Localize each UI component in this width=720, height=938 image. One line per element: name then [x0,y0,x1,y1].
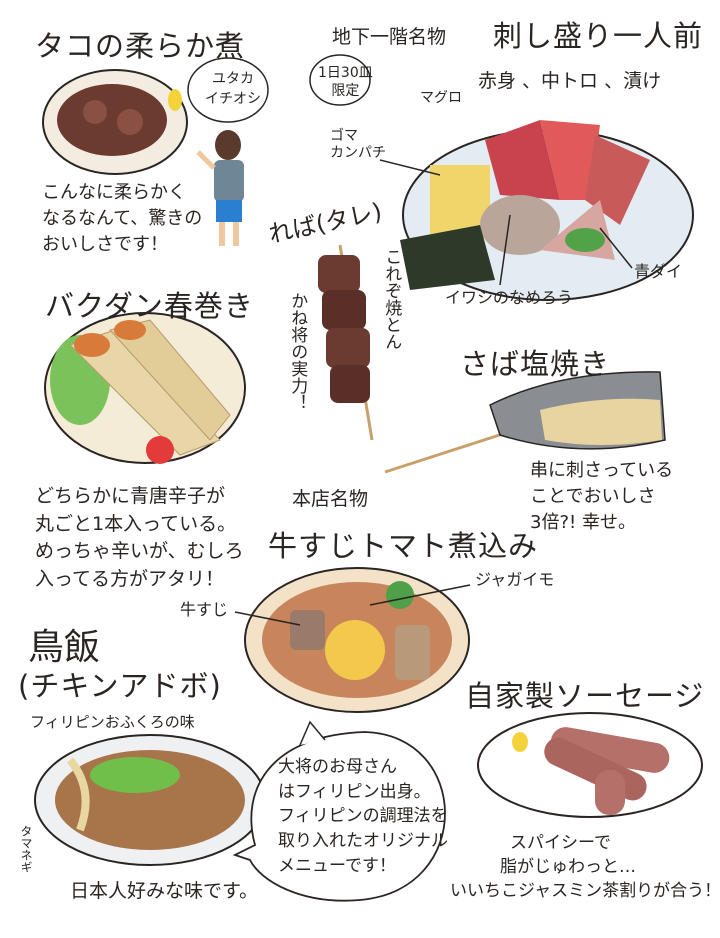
adobo-plate-illustration [34,734,266,866]
sausage-title: 自家製ソーセージ [465,679,705,713]
torimeshi-subtitle: (チキンアドボ) [18,669,222,703]
comment-line: こんなに柔らかく [42,182,186,203]
comment-line: 入ってる方がアタリ！ [35,567,225,590]
reba-comment-1: これぞ焼とん [381,248,402,350]
comment-line: なるなんて、驚きの [42,208,203,230]
tako-comment: こんなに柔らかく なるなんて、驚きの おいしさです！ [42,180,202,258]
sausage-comment: スパイシーで 脂がじゅわっと… いいちこジャスミン茶割りが合う！ [450,832,720,903]
reba-skewer-illustration [318,244,374,441]
maguro-items: 赤身 、中トロ 、漬け [478,70,662,92]
sashimi-prefix: 地下一階名物 [332,26,447,48]
torimeshi-title: 鳥飯 [28,627,101,668]
torimeshi-comment: 日本人好みな味です。 [70,880,259,902]
torimeshi-tagline: フィリピンおふくろの味 [30,713,195,731]
gyusuji-plate-illustration [234,567,471,713]
comment-line: いいちこジャスミン茶割りが合う！ [450,880,720,901]
saba-comment: 串に刺さっている ことでおいしさ 3倍?! 幸せ。 [530,458,673,536]
aodai-label: 青ダイ [634,262,683,281]
tako-plate-illustration [42,69,188,175]
owner-speech-bubble [232,731,446,902]
potato-label: ジャガイモ [475,570,555,589]
label-line: ゴマ [330,128,358,144]
bubble-line: 1日30皿 [318,65,373,81]
iwashi-label: イワシのなめろう [445,288,574,307]
label-line: カンパチ [330,144,386,161]
sashimi-title: 刺し盛り一人前 [493,19,704,53]
comment-line: ことでおいしさ [530,486,656,508]
limited-speech-bubble [309,54,371,106]
person-illustration [196,130,244,246]
bubble-line: ユタカ [212,71,254,87]
maguro-label: マグロ [420,90,462,106]
bubble-line: フィリピンの調理法を [278,806,448,827]
suji-label: 牛すじ [180,600,229,619]
bubble-line: 大将のお母さん [278,757,397,777]
bubble-line: イチオシ [205,90,261,107]
bubble-line: メニューです！ [278,855,396,876]
onion-label: タマネギ [19,825,33,873]
kanpachi-label: ゴマ カンパチ [330,128,386,162]
sausage-plate-illustration [477,712,703,818]
reba-comment-2: かね将の実力！ [287,292,308,411]
harumaki-plate-illustration [44,312,246,464]
comment-line: めっちゃ辛いが、むしろ [35,540,244,563]
saba-title: さば塩焼き [460,347,611,381]
gyusuji-title: 牛すじトマト煮込み [268,529,539,563]
yutaka-bubble-text: ユタカ イチオシ [205,70,261,109]
comment-line: どちらかに青唐辛子が [35,485,226,507]
comment-line: 丸ごと1本入っている。 [35,512,237,535]
sashimi-plate-illustration [379,120,694,301]
tako-title: タコの柔らか煮 [35,29,246,63]
limited-bubble-text: 1日30皿 限定 [318,64,373,100]
gyusuji-prefix: 本店名物 [292,488,369,510]
harumaki-comment: どちらかに青唐辛子が 丸ごと1本入っている。 めっちゃ辛いが、むしろ 入ってる方… [35,483,244,593]
owner-bubble-text: 大将のお母さん はフィリピン出身。 フィリピンの調理法を 取り入れたオリジナル … [278,755,448,878]
comment-line: 3倍?! 幸せ。 [530,512,636,534]
saba-illustration [384,371,666,474]
comment-line: スパイシーで [510,833,611,853]
bubble-line: 取り入れたオリジナル [278,830,448,851]
comment-line: おいしさです！ [42,234,168,256]
yutaka-speech-bubble [187,57,269,123]
harumaki-title: バクダン春巻き [45,289,254,323]
comment-line: 脂がじゅわっと… [500,856,636,877]
bubble-line: はフィリピン出身。 [278,781,431,802]
comment-line: 串に刺さっている [530,460,674,481]
bubble-line: 限定 [331,83,360,100]
